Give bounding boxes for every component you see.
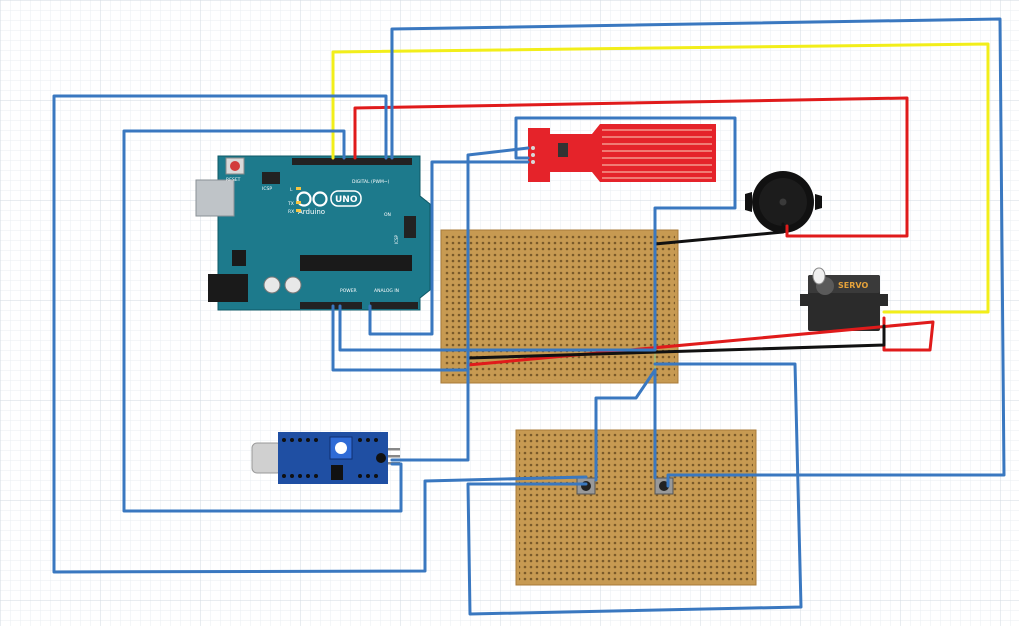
power-header bbox=[300, 302, 362, 309]
led-label-l: L bbox=[290, 187, 293, 193]
wire-blue-power-lower[interactable] bbox=[331, 304, 470, 372]
servo-label: SERVO bbox=[838, 281, 868, 290]
icsp-label: ICSP bbox=[262, 186, 272, 192]
analog-header bbox=[370, 302, 418, 309]
wire-black-servo-ground[interactable] bbox=[466, 324, 886, 360]
atmega-chip bbox=[300, 255, 412, 271]
analog-label: ANALOG IN bbox=[374, 288, 399, 294]
wire-blue-sound-sensor-loop[interactable] bbox=[122, 129, 403, 513]
wire-blue-sensor-loop[interactable] bbox=[514, 116, 737, 246]
piezo-buzzer[interactable] bbox=[745, 171, 822, 233]
usb-connector bbox=[195, 179, 235, 217]
reset-label: RESET bbox=[226, 177, 241, 183]
icsp-header bbox=[262, 172, 280, 184]
sound-sensor-module[interactable] bbox=[251, 432, 400, 484]
wire-blue-arduino-to-button2[interactable] bbox=[390, 17, 1006, 488]
sensor-pin-2[interactable] bbox=[531, 153, 535, 157]
voltage-regulator bbox=[232, 250, 246, 266]
push-button-2[interactable] bbox=[654, 477, 674, 495]
wire-blue-perfboard-to-button1[interactable] bbox=[594, 368, 657, 482]
status-leds: L TX RX ON bbox=[287, 187, 391, 218]
water-level-sensor[interactable] bbox=[528, 124, 716, 182]
wire-blue-sensor-analog[interactable] bbox=[368, 160, 530, 336]
led-label-tx: TX bbox=[287, 201, 294, 207]
perfboard-main[interactable] bbox=[440, 229, 679, 384]
perfboard-buttons[interactable] bbox=[515, 429, 757, 586]
wire-blue-sensor-to-perfboard[interactable] bbox=[390, 146, 530, 462]
digital-label: DIGITAL (PWM~) bbox=[352, 179, 390, 185]
wire-blue-power-to-perfboard[interactable] bbox=[338, 242, 657, 352]
arduino-uno[interactable]: RESET ICSP DIGITAL (PWM~) Arduino UNO L … bbox=[195, 155, 431, 311]
model-text: UNO bbox=[335, 195, 358, 205]
power-label: POWER bbox=[340, 288, 357, 294]
arduino-logo: Arduino UNO bbox=[296, 190, 362, 216]
sensor-pin-3[interactable] bbox=[531, 160, 535, 164]
led-label-on: ON bbox=[384, 212, 391, 218]
microphone bbox=[251, 442, 283, 474]
icsp2-header bbox=[404, 216, 416, 238]
icsp2-label: ICSP bbox=[394, 234, 399, 244]
sensor-pin-1[interactable] bbox=[531, 146, 535, 150]
capacitor-2 bbox=[284, 276, 302, 294]
power-jack bbox=[208, 274, 248, 302]
servo-motor[interactable]: SERVO bbox=[800, 267, 888, 331]
wire-blue-bottom-loop[interactable] bbox=[466, 362, 803, 616]
wire-red-vcc-buzzer[interactable] bbox=[353, 96, 909, 238]
push-button-1[interactable] bbox=[576, 477, 596, 495]
wire-black-buzzer-ground[interactable] bbox=[653, 222, 785, 246]
capacitor-1 bbox=[263, 276, 281, 294]
logo-text: Arduino bbox=[298, 208, 325, 216]
wire-yellow-servo-signal[interactable] bbox=[331, 42, 990, 314]
led-label-rx: RX bbox=[288, 209, 294, 215]
wire-blue-outer-loop[interactable] bbox=[52, 94, 588, 574]
digital-header bbox=[292, 158, 412, 165]
